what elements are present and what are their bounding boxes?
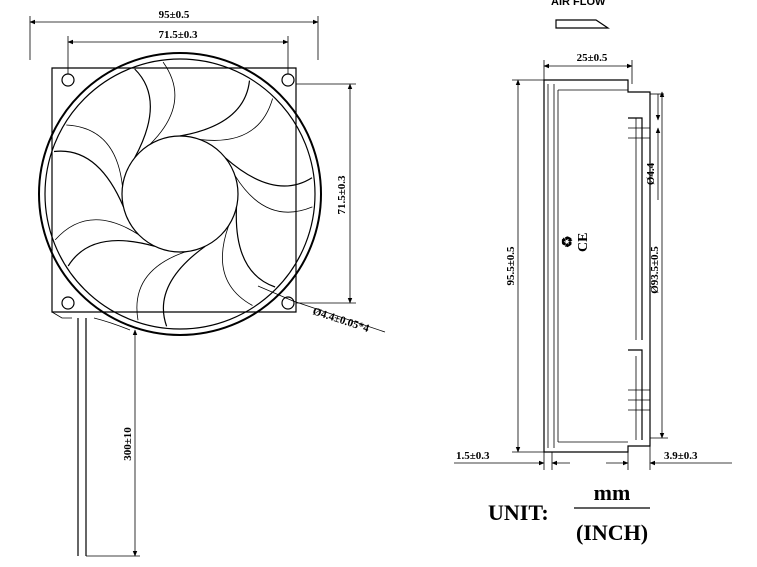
fan-blade bbox=[53, 150, 125, 208]
fan-blade-edge bbox=[54, 219, 139, 241]
lead-wire-bend bbox=[93, 317, 131, 331]
weee-mark: ♻ bbox=[561, 235, 576, 248]
fan-blade bbox=[235, 206, 276, 288]
fan-hub bbox=[121, 135, 239, 253]
dim-flange-right: 3.9±0.3 bbox=[664, 450, 698, 462]
fan-blade bbox=[179, 80, 251, 137]
fan-blade bbox=[67, 240, 155, 267]
airflow-arrow bbox=[555, 19, 610, 29]
fan-frame bbox=[51, 67, 297, 313]
dim-hub-diameter: Ø93.5±0.5 bbox=[649, 246, 661, 294]
shroud-outer bbox=[38, 52, 322, 336]
fan-blade bbox=[134, 68, 151, 159]
dim-hole-callout: Ø4.4±0.05*4 bbox=[311, 305, 371, 335]
dim-hole-spacing-v: 71.5±0.3 bbox=[336, 175, 348, 215]
fan-blade-edge bbox=[149, 61, 176, 145]
leader-hole-callout bbox=[257, 285, 386, 333]
dim-overall-width: 95±0.5 bbox=[159, 9, 190, 21]
dim-lead-length: 300±10 bbox=[122, 427, 134, 461]
fan-blade-edge bbox=[234, 175, 313, 213]
airflow-label: AIR FLOW bbox=[551, 0, 606, 8]
side-body bbox=[543, 79, 651, 453]
mount-hole-tr bbox=[281, 73, 295, 87]
mount-hole-bl bbox=[61, 296, 75, 310]
dim-frame-height: 95.5±0.5 bbox=[505, 246, 517, 286]
dim-depth: 25±0.5 bbox=[577, 52, 608, 64]
fan-blade-edge bbox=[66, 124, 123, 187]
ce-mark: CE bbox=[576, 233, 591, 252]
front-view: 95±0.5 71.5±0.3 71.5±0.3 Ø4.4±0.05*4 300… bbox=[29, 9, 386, 557]
dim-boss-diameter: Ø4.4 bbox=[645, 162, 657, 185]
shroud-inner bbox=[44, 58, 316, 330]
dim-flange-left: 1.5±0.3 bbox=[456, 450, 490, 462]
side-hub bbox=[628, 117, 643, 340]
fan-blade bbox=[224, 157, 313, 187]
mount-hole-tl bbox=[61, 73, 75, 87]
fan-blade-edge bbox=[136, 251, 186, 321]
fan-blades bbox=[53, 61, 313, 327]
side-view: AIR FLOW 25±0.5 ♻ CE 95.5±0.5 bbox=[454, 0, 732, 545]
dim-hole-spacing-h: 71.5±0.3 bbox=[158, 29, 198, 41]
frame-tab bbox=[51, 311, 72, 319]
fan-blade-edge bbox=[222, 225, 253, 306]
unit-primary: mm bbox=[594, 480, 631, 505]
fan-blade-edge bbox=[199, 98, 273, 141]
fan-blade bbox=[162, 245, 206, 327]
mount-hole-br bbox=[281, 296, 295, 310]
unit-prefix: UNIT: bbox=[488, 500, 549, 525]
unit-secondary: (INCH) bbox=[576, 520, 648, 545]
